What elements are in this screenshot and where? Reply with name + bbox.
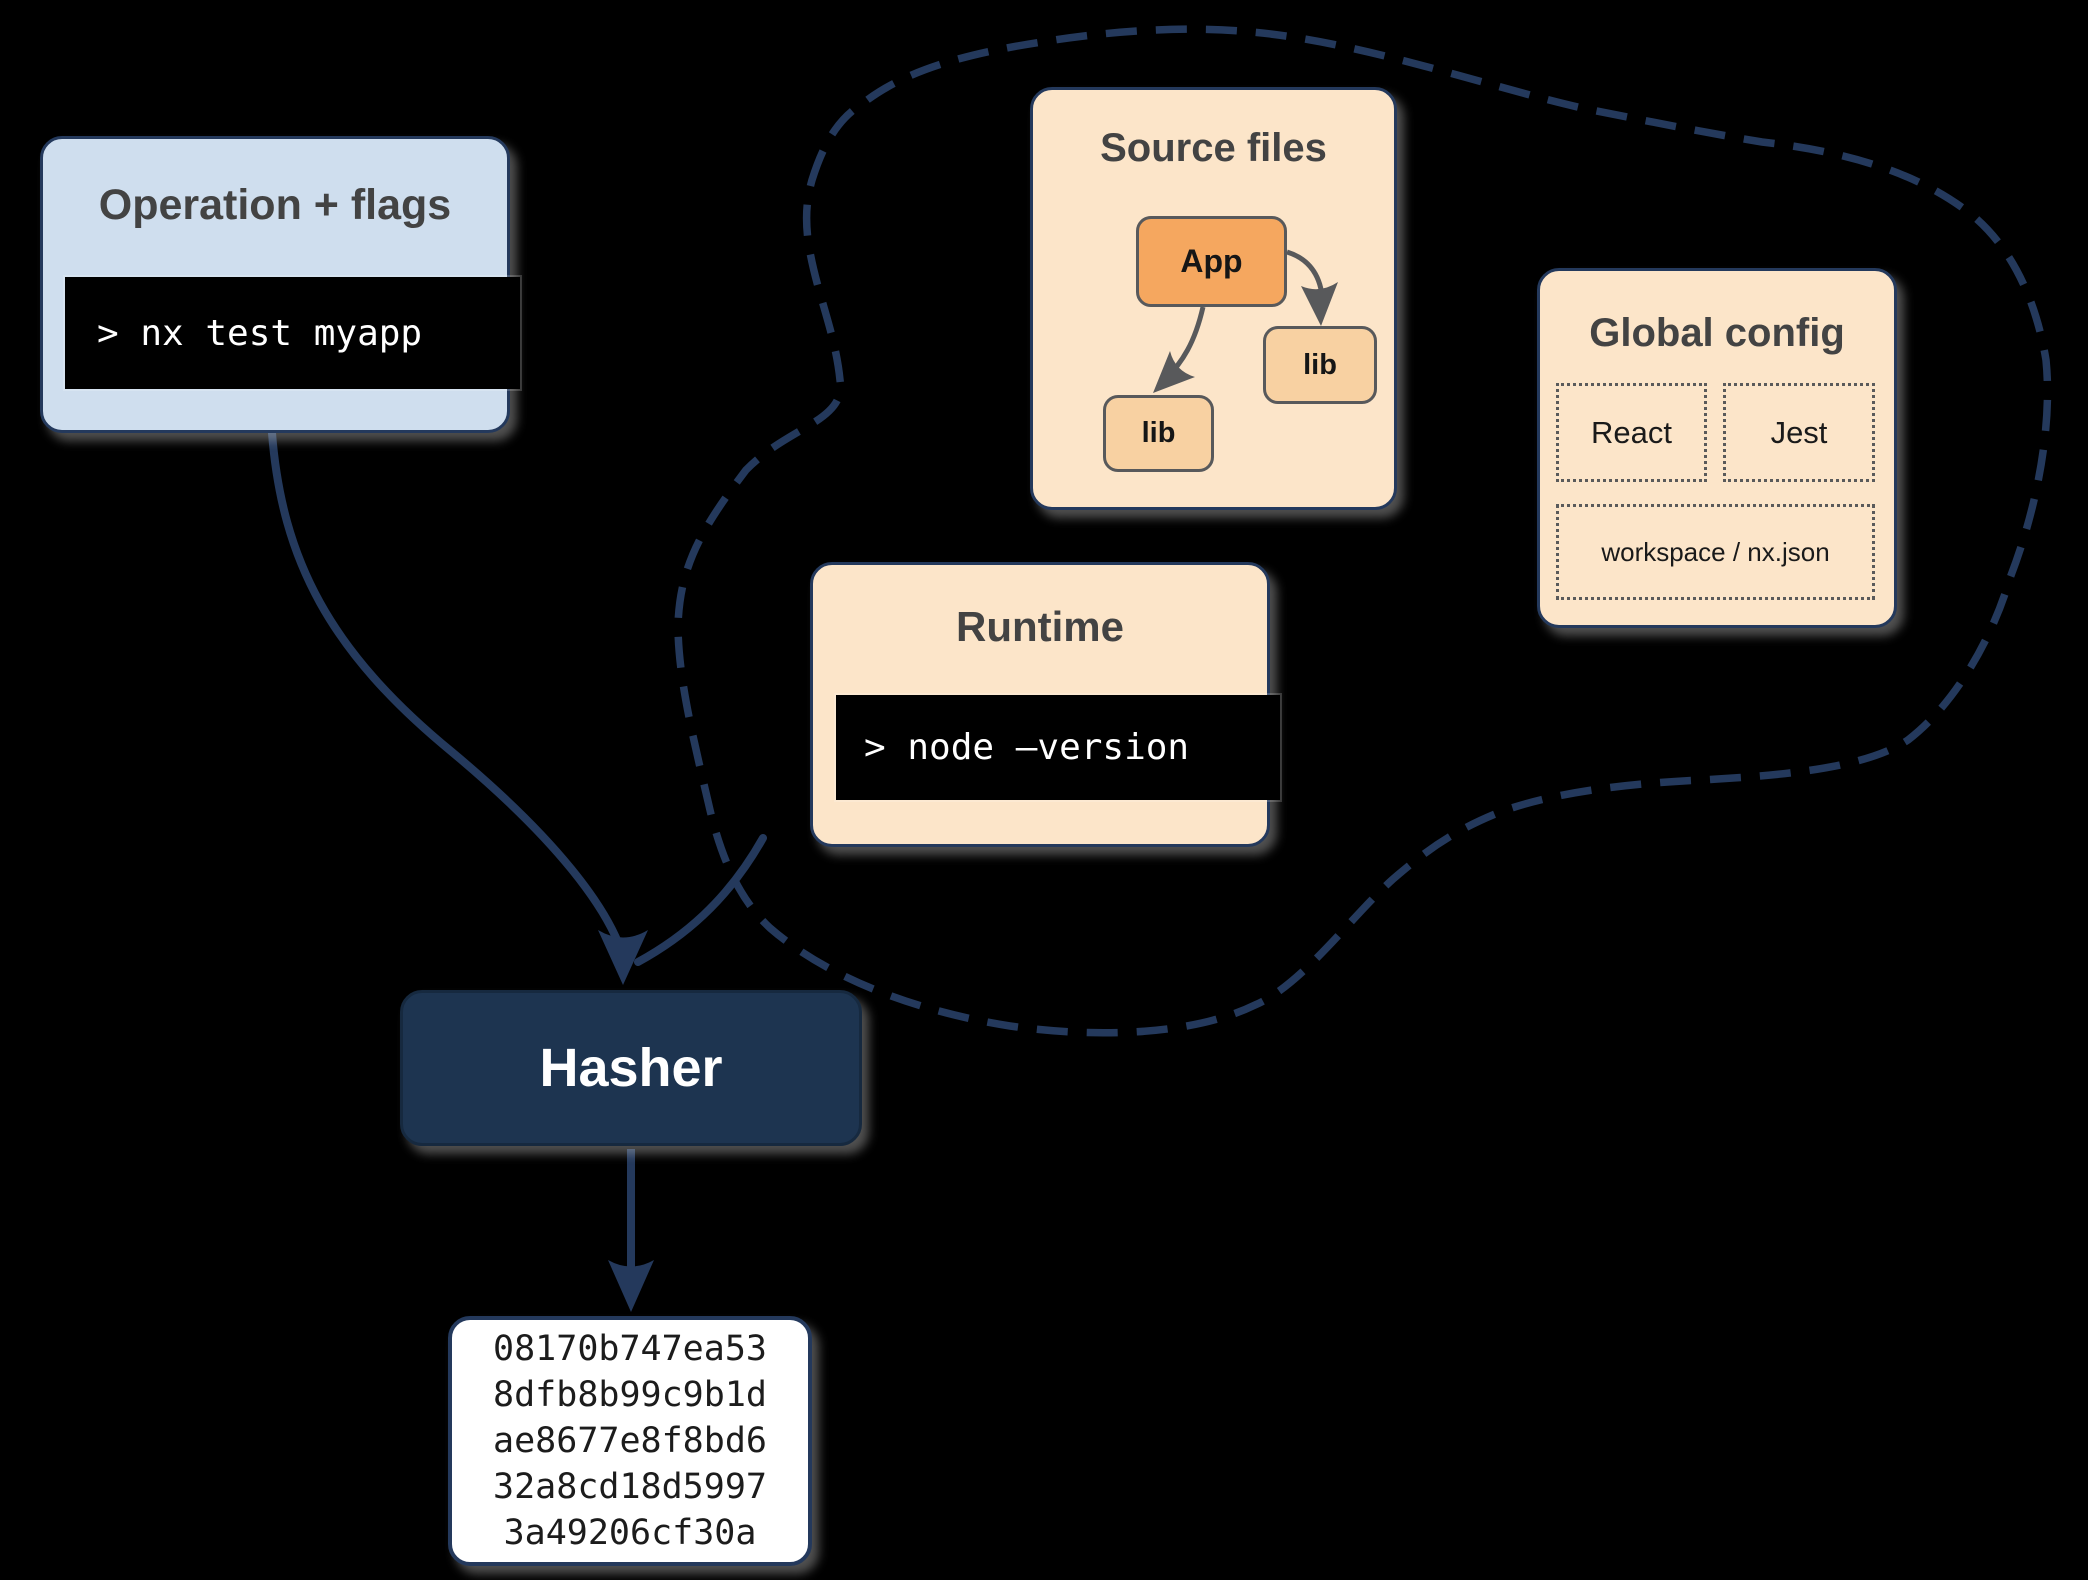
cloud-to-hasher-arrow: [634, 834, 767, 966]
config-cell-workspace: workspace / nx.json: [1556, 504, 1875, 600]
runtime-title: Runtime: [956, 603, 1124, 650]
hash-line: 8dfb8b99c9b1d: [493, 1375, 767, 1415]
global-config-box: Global config React Jest workspace / nx.…: [1537, 268, 1897, 628]
hash-line: 08170b747ea53: [493, 1329, 767, 1369]
global-config-title: Global config: [1589, 311, 1845, 355]
lib-node-right: lib: [1263, 326, 1377, 404]
hasher-label: Hasher: [539, 1038, 723, 1098]
app-node: App: [1136, 216, 1287, 307]
cloud-outline: [674, 25, 2052, 1037]
hash-line: 3a49206cf30a: [503, 1513, 757, 1553]
hash-line: 32a8cd18d5997: [493, 1467, 767, 1507]
operation-terminal-command: > nx test myapp: [97, 312, 423, 354]
source-files-title: Source files: [1100, 126, 1327, 170]
app-to-lib-right-arrowhead: [1301, 282, 1338, 326]
operation-flags-box: Operation + flags > nx test myapp: [40, 136, 520, 433]
runtime-box: Runtime > node –version: [810, 562, 1280, 847]
runtime-terminal: > node –version: [836, 695, 1280, 800]
hash-output-box: 08170b747ea53 8dfb8b99c9b1d ae8677e8f8bd…: [448, 1316, 812, 1566]
operation-flags-title: Operation + flags: [98, 181, 452, 229]
hasher-box: Hasher: [400, 990, 862, 1146]
config-cell-jest: Jest: [1723, 383, 1875, 482]
hash-line: ae8677e8f8bd6: [493, 1421, 767, 1461]
merge-arrowhead: [598, 930, 648, 985]
operation-to-hasher-arrow: [268, 429, 625, 954]
config-cell-react: React: [1556, 383, 1707, 482]
source-files-dependency-arrows: [1153, 249, 1338, 393]
hash-arrowhead: [608, 1260, 654, 1312]
lib-node-left: lib: [1103, 395, 1214, 472]
source-files-box: Source files App lib lib: [1030, 87, 1397, 510]
app-to-lib-left-arrowhead: [1153, 351, 1195, 393]
operation-terminal: > nx test myapp: [65, 277, 520, 389]
runtime-terminal-command: > node –version: [864, 727, 1190, 768]
